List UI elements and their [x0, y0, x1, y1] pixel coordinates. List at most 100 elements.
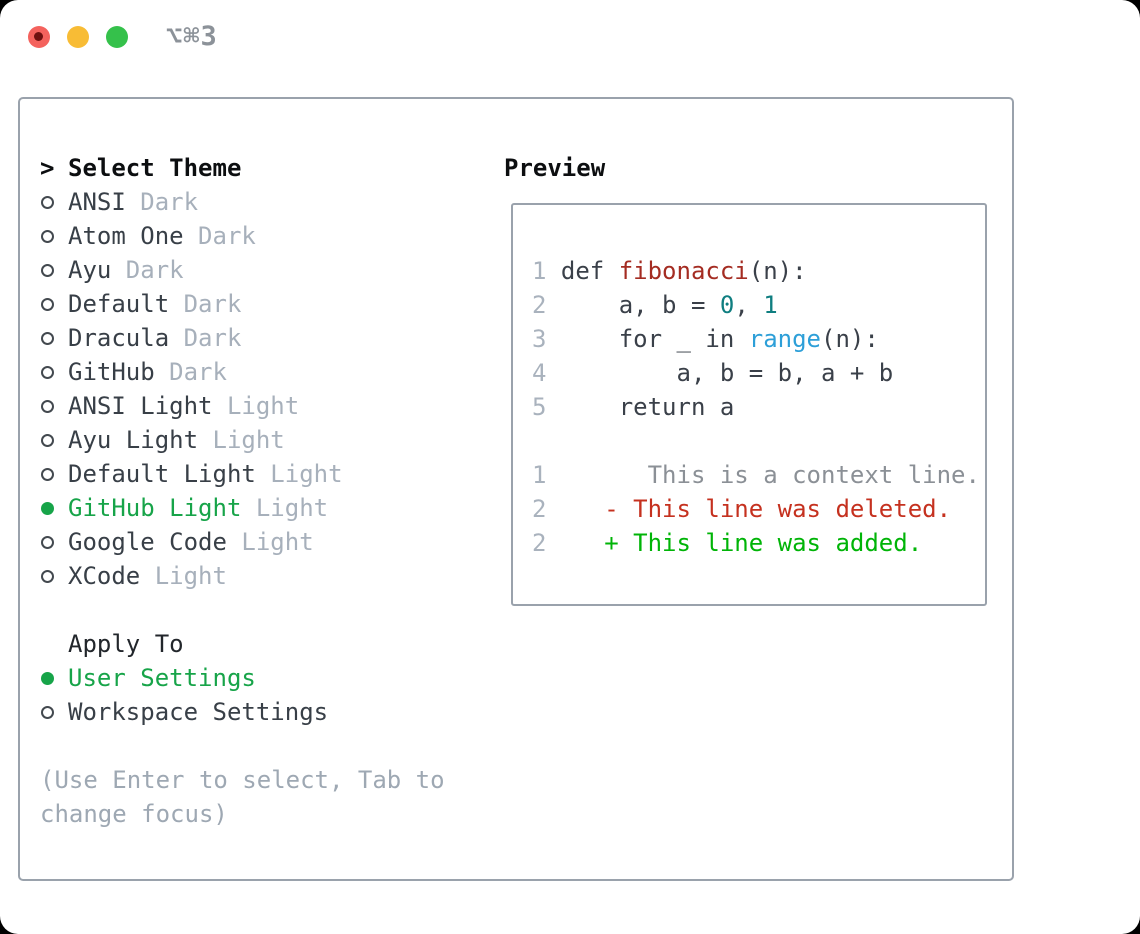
code-token: (n): [821, 325, 879, 353]
apply-to-option[interactable]: User Settings [40, 661, 445, 695]
line-number: 2 [532, 495, 561, 523]
radio-icon [41, 263, 54, 277]
theme-label: ANSI Light [68, 392, 213, 420]
theme-label: Atom One [68, 222, 184, 250]
theme-label: Google Code [68, 528, 227, 556]
code-line: 2 a, b = 0, 1 [532, 288, 985, 322]
radio-icon [41, 365, 54, 379]
theme-variant: Dark [111, 256, 184, 284]
radio-marker [40, 263, 68, 277]
line-number: 3 [532, 325, 561, 353]
theme-label: GitHub Light [68, 494, 242, 522]
theme-label: Default [68, 290, 170, 318]
theme-variant: Light [212, 392, 300, 420]
radio-marker [40, 195, 68, 209]
radio-marker [40, 331, 68, 345]
code-line: 3 for _ in range(n): [532, 322, 985, 356]
line-number: 2 [532, 529, 561, 557]
radio-marker [40, 399, 68, 413]
radio-icon [41, 569, 54, 583]
code-token: This is a context line. [560, 461, 980, 489]
radio-marker [40, 365, 68, 379]
radio-icon [41, 535, 54, 549]
theme-variant: Light [198, 426, 285, 454]
code-token: - This line was deleted. [560, 495, 952, 523]
theme-variant: Light [255, 460, 343, 488]
hint-line-2: change focus) [40, 800, 228, 828]
radio-marker [40, 671, 68, 685]
code-token: 0 [719, 291, 735, 319]
code-token: a, b = b, a + b [560, 359, 894, 387]
theme-label: Default Light [68, 460, 256, 488]
radio-selected-icon [41, 671, 54, 685]
radio-marker [40, 467, 68, 481]
code-token: return a [560, 393, 735, 421]
code-line: 2 + This line was added. [532, 526, 985, 560]
code-token: range [748, 325, 821, 353]
code-line: 4 a, b = b, a + b [532, 356, 985, 390]
code-token: def [560, 257, 619, 285]
apply-to-title: Apply To [68, 630, 184, 658]
line-number [532, 427, 561, 455]
apply-to-header: Apply To [40, 627, 445, 661]
theme-option[interactable]: XCode Light [40, 559, 445, 593]
close-dot-icon [34, 32, 43, 41]
radio-marker [40, 297, 68, 311]
radio-icon [41, 229, 54, 243]
select-theme-title: Select Theme [68, 154, 242, 182]
window-title: ⌥⌘3 [166, 21, 218, 52]
caret-icon: > [40, 154, 55, 182]
minimize-button[interactable] [67, 26, 89, 48]
line-number: 2 [532, 291, 561, 319]
code-token: fibonacci [618, 257, 749, 285]
apply-to-label: Workspace Settings [68, 698, 329, 726]
code-token: (n): [748, 257, 807, 285]
theme-option[interactable]: Default Dark [40, 287, 445, 321]
apply-to-option[interactable]: Workspace Settings [40, 695, 445, 729]
theme-option[interactable]: Default Light Light [40, 457, 445, 491]
theme-option[interactable]: Atom One Dark [40, 219, 445, 253]
preview-title: Preview [504, 154, 606, 182]
theme-option[interactable]: Ayu Light Light [40, 423, 445, 457]
line-number: 5 [532, 393, 561, 421]
radio-marker [40, 501, 68, 515]
theme-option[interactable]: ANSI Dark [40, 185, 445, 219]
radio-icon [41, 433, 54, 447]
theme-variant: Dark [154, 358, 227, 386]
theme-variant: Dark [125, 188, 199, 216]
theme-option[interactable]: Google Code Light [40, 525, 445, 559]
spacer-row [40, 729, 445, 763]
theme-label: ANSI [68, 188, 126, 216]
apply-to-label: User Settings [68, 664, 256, 692]
radio-marker [40, 569, 68, 583]
radio-marker [40, 433, 68, 447]
theme-option[interactable]: GitHub Dark [40, 355, 445, 389]
select-theme-header: > Select Theme [40, 151, 445, 185]
theme-variant: Light [241, 494, 329, 522]
hint-text: (Use Enter to select, Tab to change focu… [40, 763, 445, 831]
radio-icon [41, 195, 54, 209]
code-line: 2 - This line was deleted. [532, 492, 985, 526]
code-token: 1 [763, 291, 778, 319]
theme-variant: Dark [169, 290, 242, 318]
theme-option[interactable]: GitHub Light Light [40, 491, 445, 525]
line-number: 4 [532, 359, 561, 387]
theme-label: XCode [68, 562, 141, 590]
theme-option[interactable]: ANSI Light Light [40, 389, 445, 423]
code-token: a, b = [560, 291, 720, 319]
radio-icon [41, 331, 54, 345]
theme-option[interactable]: Dracula Dark [40, 321, 445, 355]
close-button[interactable] [28, 26, 50, 48]
radio-icon [41, 705, 54, 719]
hint-line-1: (Use Enter to select, Tab to [40, 766, 445, 794]
code-line: 1 def fibonacci(n): [532, 254, 985, 288]
theme-variant: Dark [183, 222, 256, 250]
line-number: 1 [532, 461, 561, 489]
theme-option[interactable]: Ayu Dark [40, 253, 445, 287]
radio-icon [41, 297, 54, 311]
zoom-button[interactable] [106, 26, 128, 48]
